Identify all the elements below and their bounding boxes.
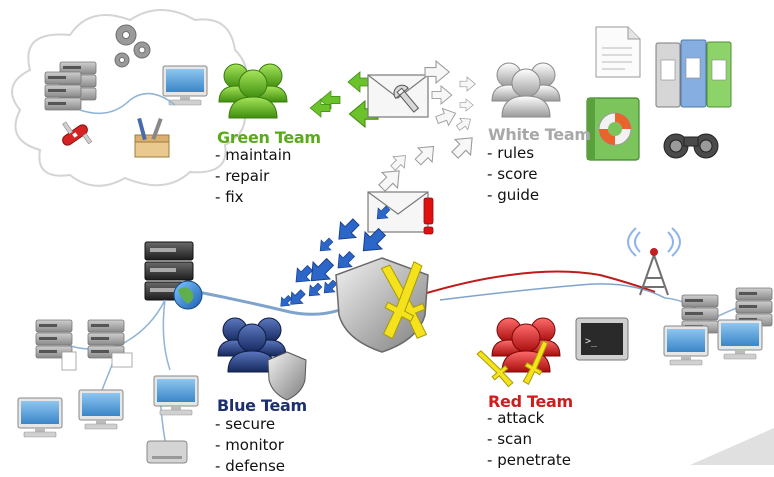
alert-icon (423, 197, 434, 235)
toolbox-icon (134, 117, 170, 158)
network-cable (59, 299, 171, 456)
hard-drive-icon (146, 440, 188, 464)
red-target-network (663, 287, 773, 366)
white-team-icon (491, 62, 561, 118)
green-team-duties: maintain repair fix (215, 145, 291, 208)
network-link-red (419, 270, 656, 296)
arrow-icon (433, 104, 460, 129)
infrastructure-cloud (11, 9, 248, 187)
envelope-icon (367, 74, 429, 118)
gears-icon (114, 24, 151, 68)
white-duty-item: score (487, 164, 539, 185)
main-server-icon (144, 241, 203, 310)
red-duty-item: scan (487, 429, 571, 450)
blue-duty-item: defense (215, 456, 285, 477)
arrow-icon (431, 85, 453, 105)
arrow-icon (386, 149, 412, 175)
diagram-canvas: >_ (11, 9, 774, 465)
red-duty-item: attack (487, 408, 571, 429)
white-team-duties: rules score guide (487, 143, 539, 206)
red-duty-item: penetrate (487, 450, 571, 471)
white-team-title: White Team (488, 125, 591, 144)
network-link-blue (187, 288, 361, 316)
radio-tower-icon (627, 227, 681, 296)
red-team-title: Red Team (488, 392, 573, 411)
arrow-icon (373, 162, 408, 197)
desktop-icon (717, 319, 763, 360)
arrow-icon (303, 279, 326, 302)
envelope-icon (111, 352, 133, 368)
arrow-icon (446, 129, 481, 164)
page-corner-shadow (690, 428, 774, 465)
arrow-icon (330, 213, 365, 248)
arrow-icon (424, 60, 450, 84)
shield-icon (335, 257, 429, 353)
blue-team-title: Blue Team (217, 396, 307, 415)
document-icon (61, 351, 77, 371)
swords-icon (476, 340, 549, 388)
globe-icon (173, 280, 203, 310)
lifebuoy-icon (598, 112, 632, 146)
binoculars-icon (663, 133, 719, 159)
desktop-icon (78, 389, 124, 430)
rulebook-icon (586, 97, 640, 161)
network-cable (79, 92, 176, 115)
white-duty-item: guide (487, 185, 539, 206)
blue-duty-item: monitor (215, 435, 285, 456)
shield-icon (267, 351, 307, 401)
blue-team-duties: secure monitor defense (215, 414, 285, 477)
arrow-icon (314, 234, 337, 257)
desktop-icon (663, 325, 709, 366)
server-icon (44, 71, 82, 111)
swords-icon (380, 261, 428, 340)
arrow-icon (410, 138, 442, 170)
desktop-icon (17, 397, 63, 438)
white-duty-item: rules (487, 143, 539, 164)
blue-network (17, 299, 199, 464)
svg-text:>_: >_ (585, 336, 598, 347)
green-duty-item: repair (215, 166, 291, 187)
network-link-blue (439, 283, 666, 301)
server-icon (87, 319, 125, 359)
swiss-knife-icon (62, 121, 93, 146)
red-team-duties: attack scan penetrate (487, 408, 571, 471)
green-duty-item: maintain (215, 145, 291, 166)
terminal-icon: >_ (575, 317, 629, 361)
binders-icon (655, 39, 732, 108)
arrow-icon (459, 76, 476, 92)
blue-duty-item: secure (215, 414, 285, 435)
wrench-icon (393, 84, 420, 113)
green-team-title: Green Team (217, 128, 321, 147)
green-duty-item: fix (215, 187, 291, 208)
document-icon (595, 26, 641, 78)
arrow-icon (347, 71, 371, 93)
arrow-icon (453, 113, 475, 135)
arrow-icon (459, 98, 474, 112)
